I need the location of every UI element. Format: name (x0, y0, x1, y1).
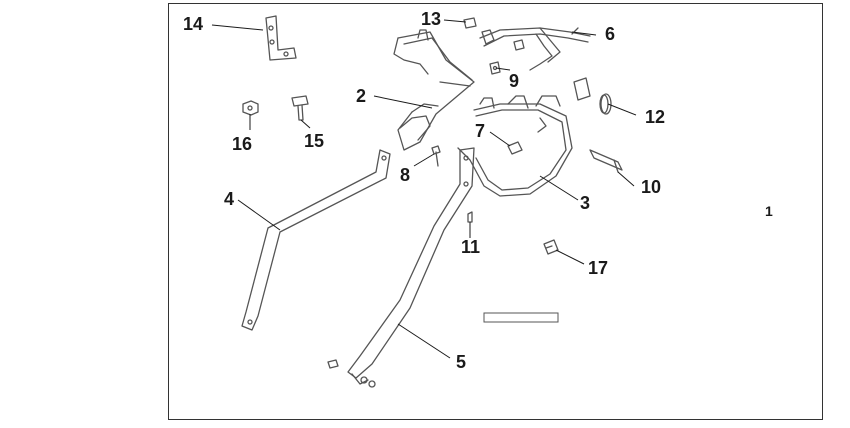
part-16-nut (242, 100, 259, 116)
part-17-grommet (543, 239, 559, 255)
part-6-tube (479, 27, 591, 71)
part-15-bolt (291, 95, 309, 121)
callout-15: 15 (304, 131, 325, 151)
part-8-bolt (431, 145, 441, 167)
part-14-bracket (265, 15, 297, 61)
callout-7: 7 (475, 121, 486, 141)
diagram-frame (168, 3, 823, 420)
part-5-stay (347, 147, 475, 388)
callout-17: 17 (588, 258, 609, 278)
callout-12: 12 (645, 107, 666, 127)
callout-3: 3 (580, 193, 591, 213)
callout-9: 9 (509, 71, 520, 91)
part-7-nut (507, 141, 523, 155)
callout-6: 6 (605, 24, 616, 44)
leader-lines (211, 19, 637, 359)
callout-14: 14 (183, 14, 204, 34)
part-11-pin (467, 211, 473, 223)
callout-10: 10 (641, 177, 662, 197)
part-small-bolt (327, 359, 339, 369)
callout-11: 11 (461, 237, 481, 257)
callout-16: 16 (232, 134, 253, 154)
part-4-stay (241, 149, 391, 331)
part-10-bolt (589, 149, 623, 173)
callout-8: 8 (400, 165, 411, 185)
callout-4: 4 (224, 189, 235, 209)
part-2-upper-bracket (393, 29, 475, 151)
part-13-bolt (463, 17, 477, 29)
reference-bar (483, 312, 559, 323)
part-12-washer (600, 93, 612, 115)
callout-1: 1 (765, 203, 773, 219)
callout-13: 13 (421, 9, 442, 29)
callout-5: 5 (456, 352, 467, 372)
callout-2: 2 (356, 86, 367, 106)
part-3-tube-assembly (457, 95, 573, 197)
